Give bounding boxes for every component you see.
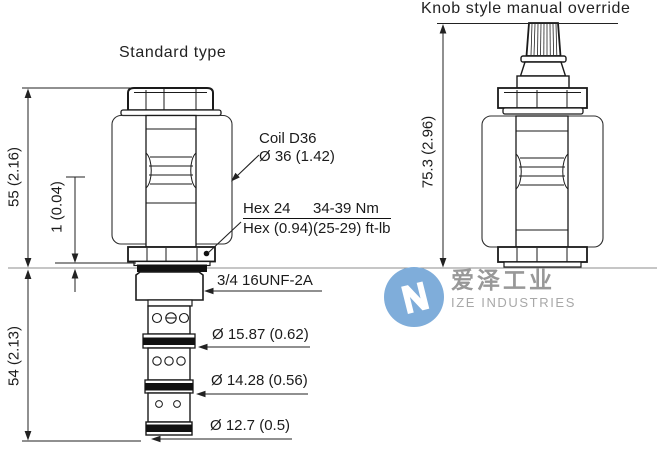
hex-leader (207, 221, 242, 254)
dia3-leader (151, 435, 292, 443)
dim-label-55: 55 (2.16) (5, 146, 23, 208)
dimension-75 (437, 23, 618, 268)
title-knob-override: Knob style manual override (421, 0, 631, 17)
dim-label-75: 75.3 (2.96) (419, 115, 437, 189)
watermark-english: IZE INDUSTRIES (451, 295, 576, 310)
watermark-text: 爱泽工业 IZE INDUSTRIES (451, 267, 576, 310)
dim-label-1: 1 (0.04) (48, 181, 66, 233)
thread-leader (204, 287, 322, 295)
torque-label-nm: 34-39 Nm (313, 200, 391, 219)
dimension-1 (55, 176, 136, 292)
coil-label-line2: Ø 36 (1.42) (259, 147, 335, 165)
torque-label: 34-39 Nm (25-29) ft-lb (313, 200, 391, 237)
dim-label-54: 54 (2.13) (5, 325, 23, 387)
dia3-label: Ø 12.7 (0.5) (210, 417, 291, 434)
torque-label-ftlb: (25-29) ft-lb (313, 220, 391, 237)
dimension-54 (22, 269, 141, 442)
watermark-chinese: 爱泽工业 (451, 267, 555, 293)
coil-leader (231, 154, 260, 182)
hex-label-mm: Hex 24 (243, 200, 314, 219)
coil-label-line1: Coil D36 (259, 130, 317, 147)
hex-leader-dot (203, 250, 210, 257)
title-standard-type: Standard type (119, 44, 227, 61)
dia1-label: Ø 15.87 (0.62) (212, 326, 309, 343)
dimension-55 (22, 87, 131, 268)
override-valve-drawing (481, 22, 604, 268)
standard-valve-drawing (111, 87, 233, 436)
ize-logo-icon (384, 267, 444, 327)
dia1-leader (198, 343, 310, 351)
thread-label: 3/4 16UNF-2A (217, 272, 313, 289)
watermark: 爱泽工业 IZE INDUSTRIES (384, 267, 576, 327)
dia2-label: Ø 14.28 (0.56) (211, 372, 308, 389)
hex-label-in: Hex (0.94) (243, 220, 314, 237)
dia2-leader (196, 390, 308, 398)
coil-label: Coil D36 Ø 36 (1.42) (259, 130, 335, 165)
hex-label: Hex 24 Hex (0.94) (243, 200, 314, 237)
